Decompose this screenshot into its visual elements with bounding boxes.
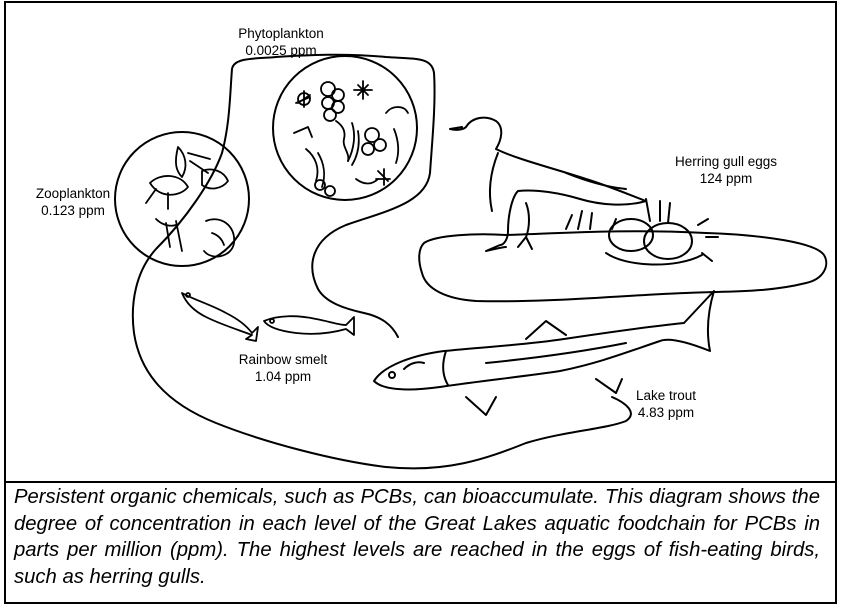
lake-trout-label: Lake trout 4.83 ppm — [626, 387, 706, 421]
caption-divider — [6, 481, 835, 483]
foodchain-diagram: Phytoplankton 0.0025 ppm Zooplankton 0.1… — [6, 3, 835, 481]
island-outline — [419, 231, 826, 301]
organism-name: Rainbow smelt — [226, 351, 340, 368]
herring-gull-eggs-label: Herring gull eggs 124 ppm — [658, 153, 794, 187]
pcb-concentration: 0.0025 ppm — [227, 42, 335, 59]
phytoplankton-circle — [273, 56, 417, 200]
organism-name: Lake trout — [626, 387, 706, 404]
pcb-concentration: 1.04 ppm — [226, 368, 340, 385]
organism-name: Herring gull eggs — [658, 153, 794, 170]
organism-name: Phytoplankton — [227, 25, 335, 42]
phytoplankton-label: Phytoplankton 0.0025 ppm — [227, 25, 335, 59]
rainbow-smelt-label: Rainbow smelt 1.04 ppm — [226, 351, 340, 385]
pcb-concentration: 0.123 ppm — [28, 202, 118, 219]
phytoplankton-drawings — [294, 81, 408, 196]
organism-name: Zooplankton — [28, 185, 118, 202]
foodchain-illustration — [6, 3, 835, 481]
zooplankton-drawings — [146, 147, 234, 257]
pcb-concentration: 4.83 ppm — [626, 404, 706, 421]
pcb-concentration: 124 ppm — [658, 170, 794, 187]
zooplankton-label: Zooplankton 0.123 ppm — [28, 185, 118, 219]
figure-caption: Persistent organic chemicals, such as PC… — [14, 484, 820, 590]
